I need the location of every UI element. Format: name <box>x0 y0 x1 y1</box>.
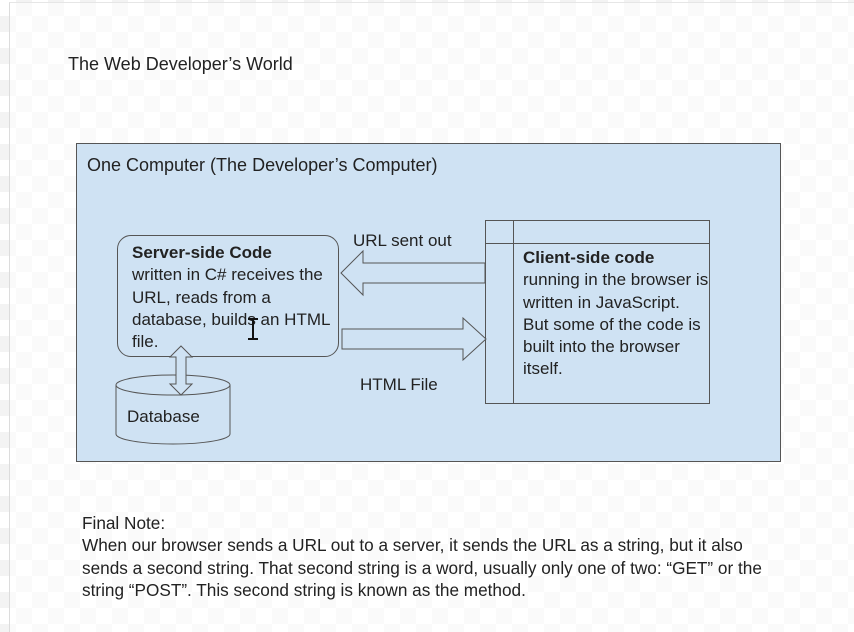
database-cylinder <box>115 374 231 445</box>
computer-label: One Computer (The Developer’s Computer) <box>87 155 438 175</box>
client-body: running in the browser is written in Jav… <box>523 270 709 379</box>
client-side-text: Client-side code running in the browser … <box>523 247 709 381</box>
page-title: The Web Developer’s World <box>68 54 293 74</box>
client-box-divider-horizontal <box>485 243 710 244</box>
html-arrow-label: HTML File <box>360 375 438 394</box>
server-heading: Server-side Code <box>132 243 272 262</box>
text-cursor-icon <box>248 318 258 340</box>
final-note-heading: Final Note: <box>82 513 166 533</box>
client-side-box <box>485 220 710 404</box>
server-side-box <box>117 235 339 357</box>
url-arrow <box>340 249 486 297</box>
client-box-divider-vertical <box>513 220 514 404</box>
html-file-arrow <box>341 316 487 362</box>
final-note: Final Note: When our browser sends a URL… <box>82 512 792 601</box>
database-label: Database <box>127 407 200 426</box>
server-side-text: Server-side Code written in C# receives … <box>132 242 337 353</box>
url-arrow-label: URL sent out <box>353 231 452 250</box>
client-heading: Client-side code <box>523 248 655 267</box>
server-body: written in C# receives the URL, reads fr… <box>132 265 330 352</box>
final-note-body: When our browser sends a URL out to a se… <box>82 535 762 600</box>
database-double-arrow <box>168 345 194 396</box>
